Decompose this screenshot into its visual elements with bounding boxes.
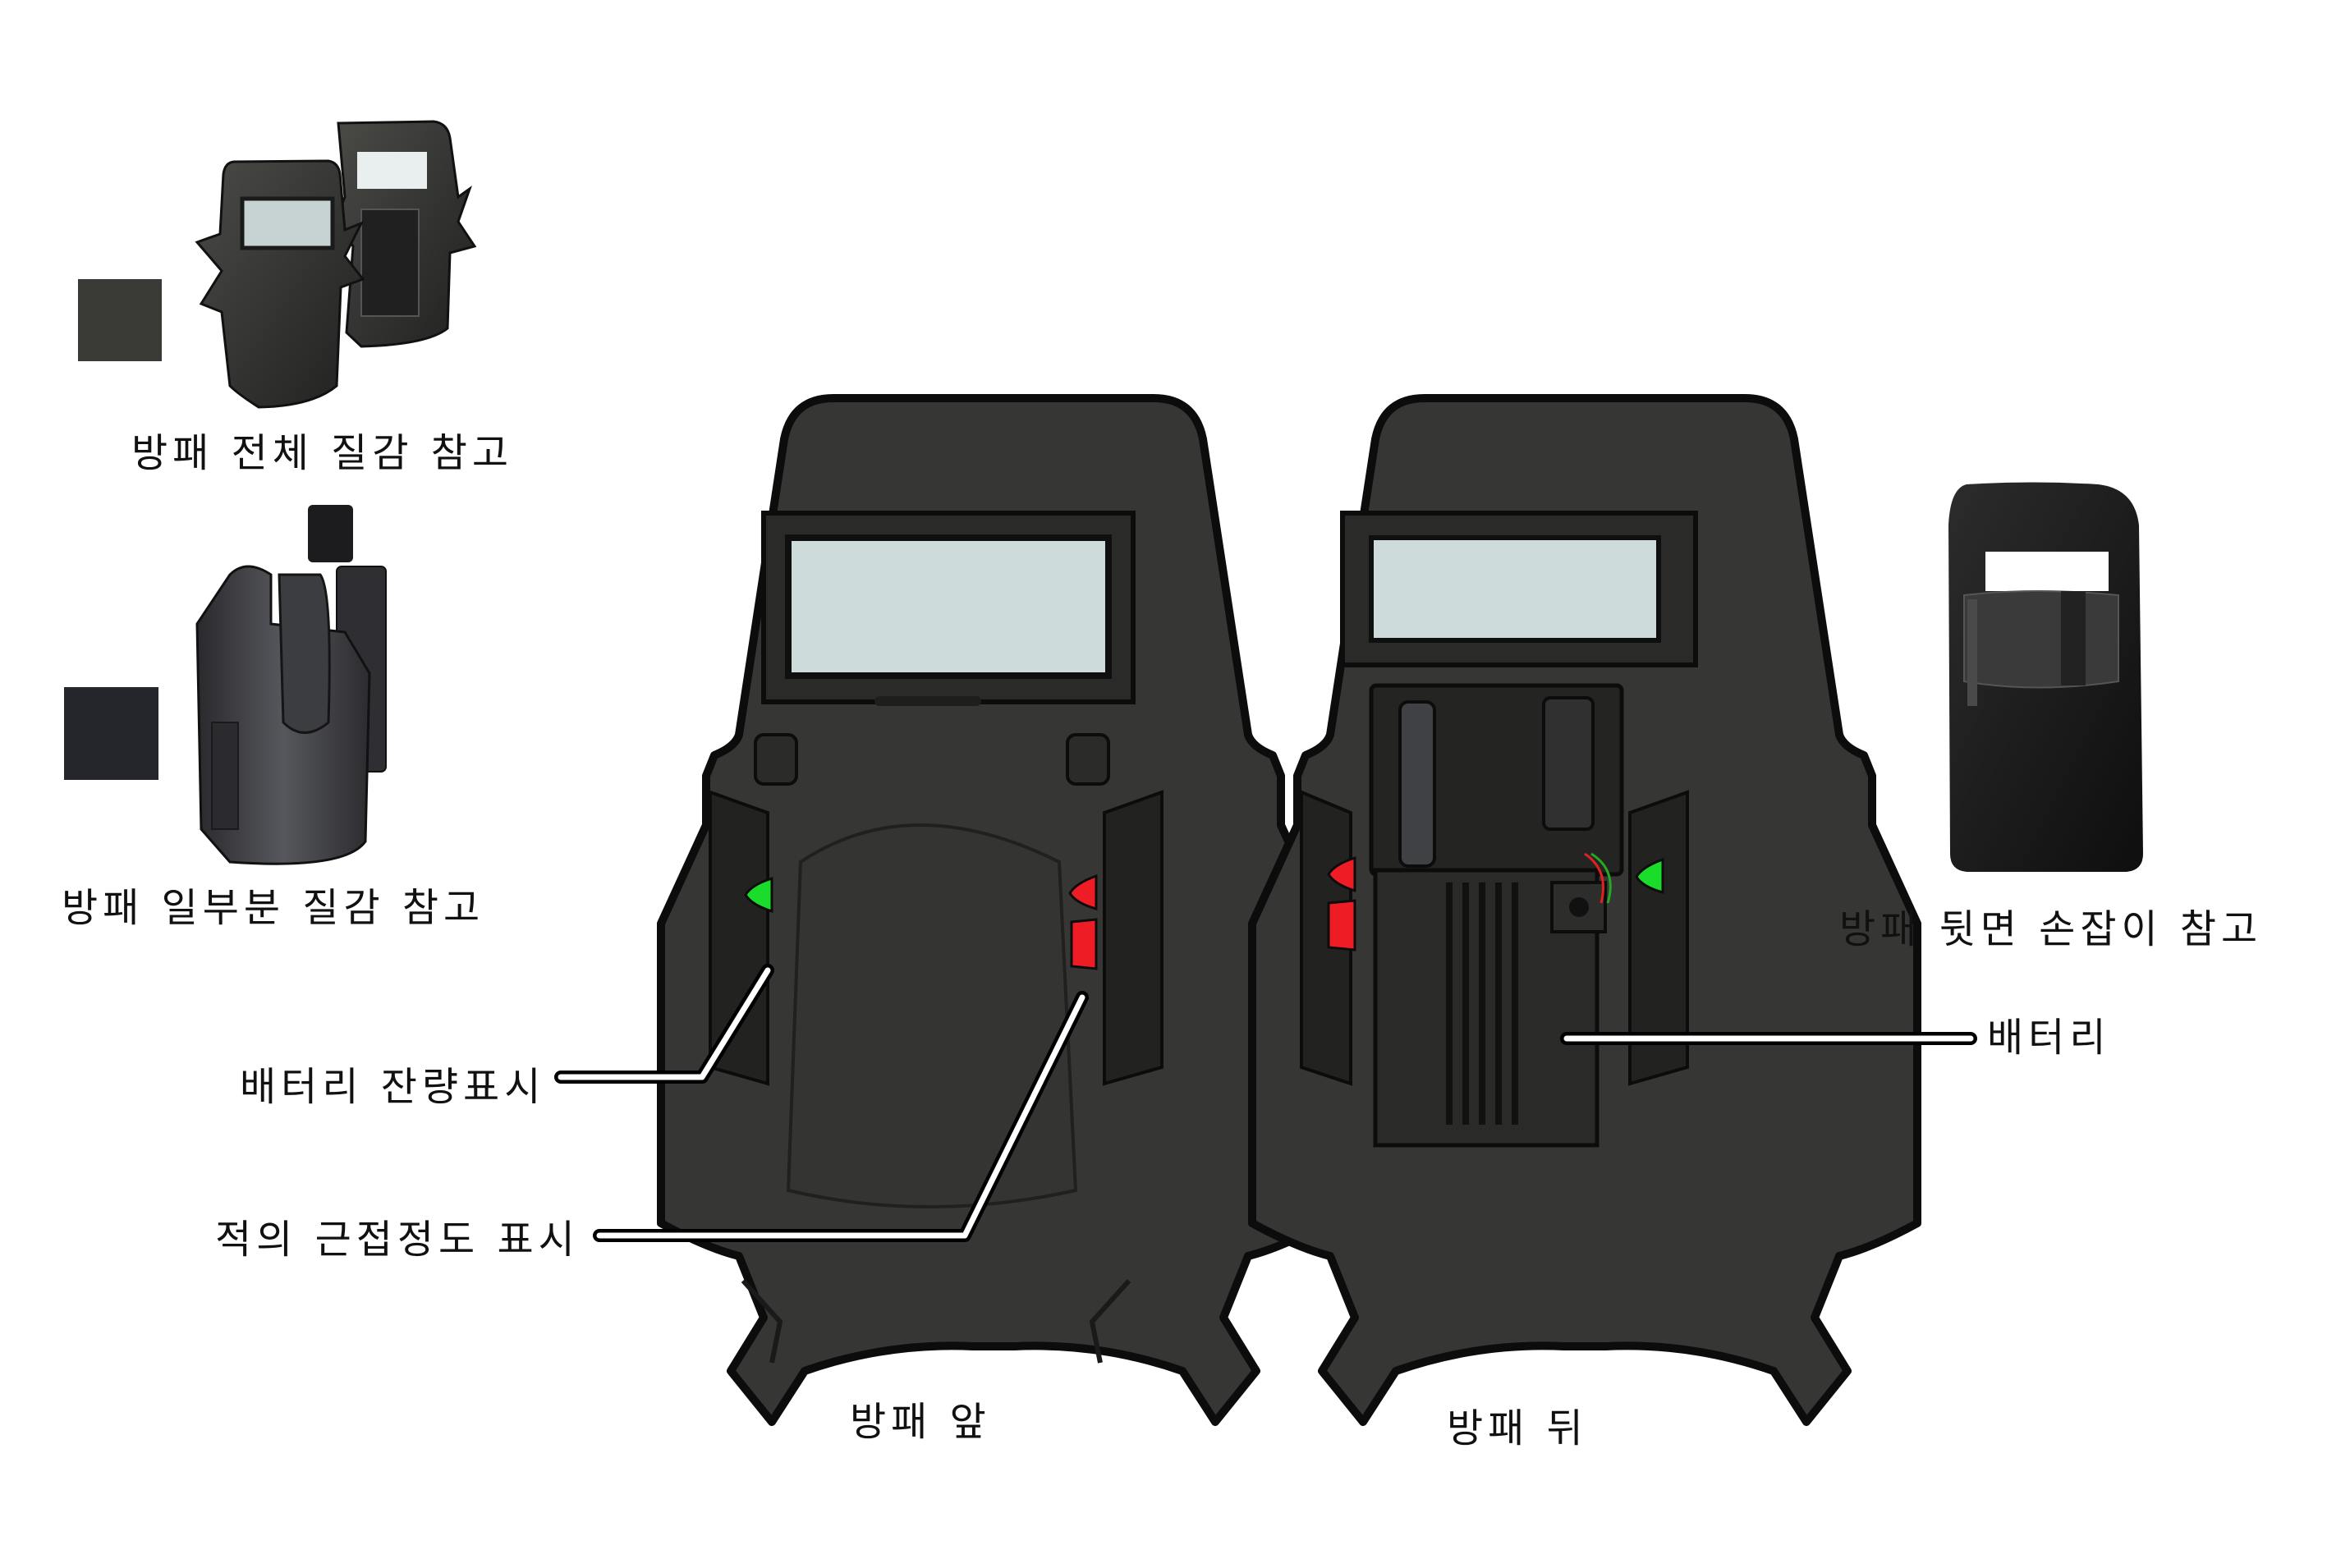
front-face-plate [786,823,1078,1208]
label-ref-full-texture: 방패 전체 질감 참고 [131,430,514,476]
label-battery: 배터리 [1987,1015,2111,1061]
swatch-partial-texture [64,687,158,780]
label-shield-front: 방패 앞 [850,1399,991,1445]
photo-full-texture [195,120,477,409]
photo-back-handle [1948,482,2143,872]
swatch-full-texture [78,279,162,361]
label-battery-level: 배터리 잔량표시 [240,1064,546,1110]
back-handle-bar [1398,700,1436,868]
leader-battery-level-inner [558,967,771,1080]
back-led-green [1635,857,1664,894]
label-ref-partial-texture: 방패 일부분 질감 참고 [62,885,485,931]
small-visor-front [240,196,335,250]
label-shield-back: 방패 뒤 [1447,1405,1588,1451]
front-led-red-2 [1070,918,1098,970]
photo-partial-texture [195,505,387,865]
leader-enemy-proximity-inner [596,994,1085,1239]
front-visor-glass [785,534,1112,679]
label-ref-back-handle: 방패 뒷면 손잡이 참고 [1839,906,2263,952]
front-led-red-1 [1068,873,1098,910]
small-handle-back [360,209,420,317]
back-visor-glass [1369,535,1661,643]
callout-lines [554,964,1977,1242]
small-visor-back [357,152,427,189]
shield-back [1252,398,1917,1422]
back-led-red-2 [1327,899,1356,951]
label-enemy-proximity: 적의 근접정도 표시 [215,1217,580,1263]
shield-front [661,398,1326,1422]
back-led-red-1 [1327,855,1356,893]
front-led-green [744,876,773,914]
